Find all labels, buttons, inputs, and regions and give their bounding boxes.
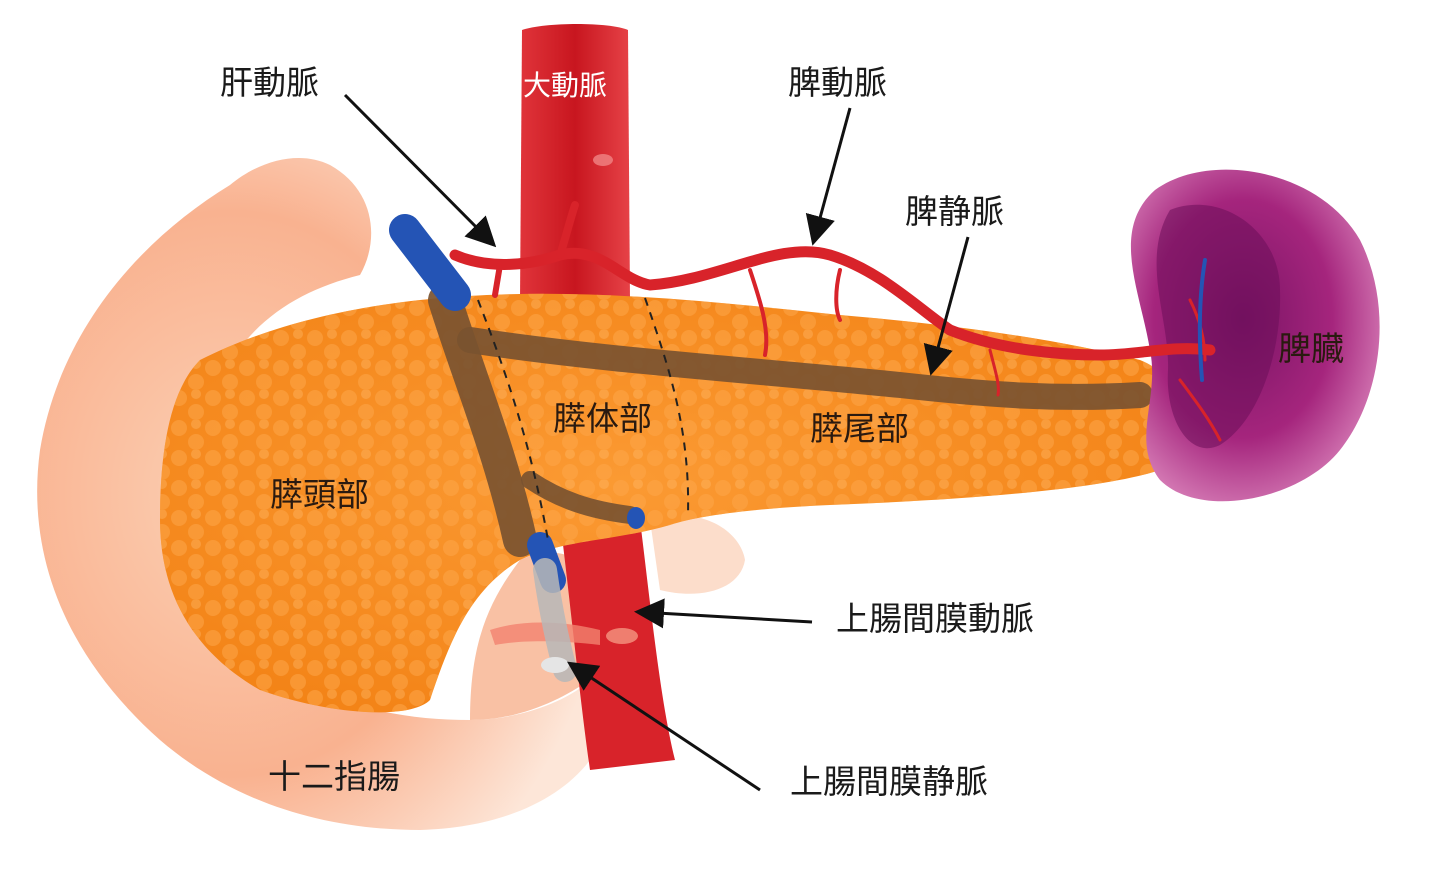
spleen-label: 脾臓: [1278, 329, 1344, 368]
aorta-vessel: [520, 24, 630, 300]
smv-label: 上腸間膜静脈: [790, 762, 988, 801]
region-division-lines: [477, 297, 690, 541]
pancreatic-tail-label: 膵尾部: [810, 409, 909, 448]
label-pointer-arrows: [343, 93, 970, 792]
spleen-shape: [1130, 169, 1380, 502]
artery-network: [449, 201, 1222, 442]
hepatic-artery-label: 肝動脈: [220, 63, 319, 102]
duodenum-label: 十二指腸: [268, 757, 400, 796]
sma-label: 上腸間膜動脈: [836, 599, 1034, 638]
pancreatic-head-label: 膵頭部: [270, 475, 369, 514]
vein-segments: [389, 214, 645, 682]
aorta-label: 大動脈: [523, 69, 608, 102]
splenic-vein-path: [428, 283, 1153, 557]
splenic-vein-label: 脾静脈: [905, 192, 1004, 231]
splenic-artery-label: 脾動脈: [788, 63, 887, 102]
pancreatic-body-label: 膵体部: [553, 399, 652, 438]
